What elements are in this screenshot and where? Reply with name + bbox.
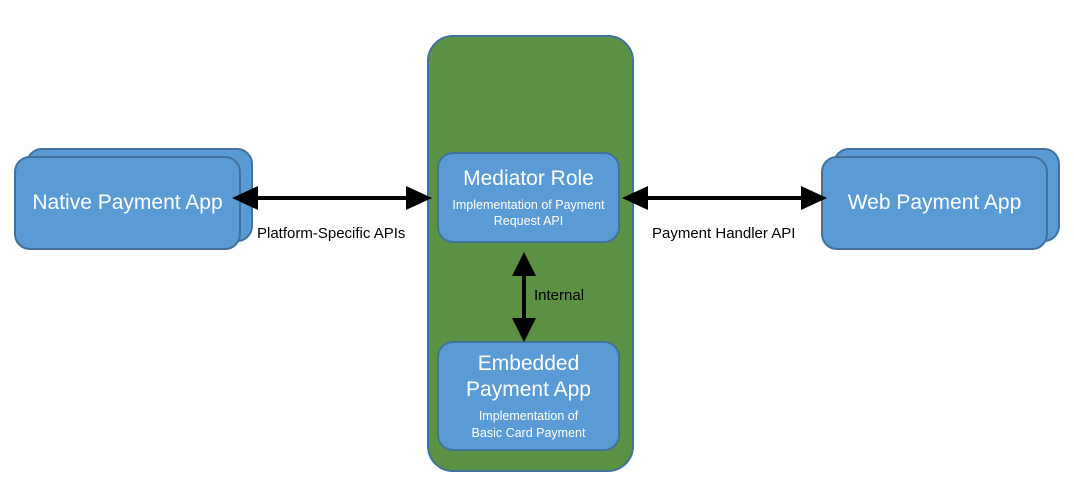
embedded-payment-app-subtitle-line2: Basic Card Payment [471,425,586,440]
user-agent-title-line1: User Agent [39,20,164,48]
native-payment-app-node[interactable]: Native Payment App [14,156,241,250]
arrow-mediator-to-embedded [512,252,536,342]
arrow-native-to-mediator [232,186,432,210]
embedded-payment-app-node[interactable]: Embedded Payment App Implementation of B… [437,341,620,451]
mediator-role-node[interactable]: Mediator Role Implementation of Payment … [437,152,620,243]
mediator-role-label: Mediator Role [463,166,594,190]
mediator-role-subtitle-line2: Request API [493,213,564,228]
arrow-mediator-to-web [622,186,827,210]
web-payment-app-node[interactable]: Web Payment App [821,156,1048,250]
edge-label-platform-specific-apis: Platform-Specific APIs [257,225,406,242]
web-payment-app-label: Web Payment App [847,191,1022,215]
embedded-payment-app-label-line2: Payment App [466,377,591,401]
embedded-payment-app-label-line1: Embedded [477,352,580,376]
edge-label-internal: Internal [534,287,585,304]
user-agent-title-line2: (Browser) [47,52,156,80]
user-agent-title: User Agent (Browser) [0,18,203,82]
embedded-payment-app-subtitle-line1: Implementation of [478,409,579,424]
mediator-role-subtitle-line1: Implementation of Payment [452,197,605,212]
native-payment-app-label: Native Payment App [32,191,223,215]
edge-label-payment-handler-api: Payment Handler API [652,225,796,242]
